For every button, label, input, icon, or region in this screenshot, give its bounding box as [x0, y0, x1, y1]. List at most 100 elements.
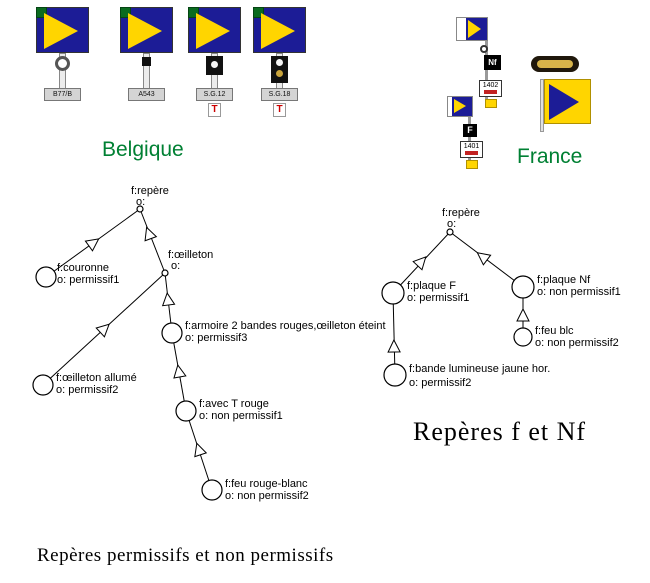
flag-yellow-triangle	[196, 13, 230, 49]
plate-number: 1402	[482, 82, 499, 89]
class-node-dot	[161, 269, 169, 277]
class-node-label: f:repère	[131, 185, 169, 197]
class-node-circle	[35, 266, 57, 288]
flag-green-square	[188, 7, 199, 18]
inheritance-arrow	[412, 256, 427, 271]
class-node-circle	[381, 281, 405, 305]
belgian-flag	[188, 7, 241, 53]
class-node-attr: o: permissif2	[409, 377, 471, 389]
class-node-attr: o: permissif2	[56, 384, 118, 396]
flag-pole	[540, 79, 544, 132]
class-node-dot	[446, 228, 454, 236]
luminous-band-core	[537, 60, 573, 68]
class-node-attr: o:	[171, 260, 180, 272]
class-node-label: f:couronne	[57, 262, 109, 274]
class-node-circle	[161, 322, 183, 344]
class-node-attr: o:	[136, 196, 145, 208]
yellow-tag	[485, 99, 497, 108]
class-node-attr: o: permissif1	[57, 274, 119, 286]
class-node-label: f:feu blc	[535, 325, 574, 337]
inheritance-arrow	[84, 238, 100, 252]
flag-green-square	[120, 7, 131, 18]
mast-black-box	[142, 57, 151, 66]
red-label-mark	[465, 151, 478, 155]
right-class-tree: f:repère o: f:plaque F o: permissif1 f:p…	[381, 207, 621, 389]
class-node-label: f:avec T rouge	[199, 398, 269, 410]
number-plate: 1402	[479, 80, 502, 97]
class-node-circle	[175, 400, 197, 422]
flag-yellow-triangle	[44, 13, 78, 49]
flag-green-square	[253, 7, 264, 18]
flag-blue-triangle	[549, 84, 579, 120]
belgian-flag	[253, 7, 306, 53]
class-node-label: f:armoire 2 bandes rouges,œilleton étein…	[185, 320, 386, 332]
class-node-attr: o:	[447, 218, 456, 230]
class-node-attr: o: permissif3	[185, 332, 247, 344]
large-flag-group	[528, 55, 596, 135]
t-plate: T	[273, 103, 286, 117]
inheritance-edge	[139, 208, 166, 274]
red-label-mark	[484, 90, 497, 94]
class-node-label: f:feu rouge-blanc	[225, 478, 308, 490]
t-plate: T	[208, 103, 221, 117]
nf-flag	[456, 17, 488, 41]
class-node-circle	[383, 363, 407, 387]
belgian-signal-2: A543	[120, 7, 173, 122]
inheritance-arrow	[387, 338, 401, 353]
class-node-circle	[201, 479, 223, 501]
class-node-dot	[136, 205, 144, 213]
flag-green-square	[36, 7, 47, 18]
belgian-flag	[36, 7, 89, 53]
f-plaque: F	[463, 124, 477, 137]
class-node-label: f:œilleton allumé	[56, 372, 137, 384]
caption-france: France	[517, 145, 583, 168]
oeilleton-circle	[480, 45, 488, 53]
number-plate: 1401	[460, 141, 483, 158]
inheritance-arrow	[95, 323, 110, 338]
f-signal: F 1401	[447, 95, 489, 177]
class-node-attr: o: permissif1	[407, 292, 469, 304]
class-node-attr: o: non permissif1	[199, 410, 283, 422]
inheritance-arrow	[161, 291, 176, 307]
class-node-label: f:plaque F	[407, 280, 456, 292]
caption-belgique: Belgique	[102, 138, 184, 161]
nf-plaque: Nf	[484, 55, 501, 70]
lamp-box	[206, 56, 223, 75]
title-reperes-permissifs: Repères permissifs et non permissifs	[37, 545, 334, 566]
plate-number: 1401	[463, 143, 480, 150]
inheritance-arrow	[476, 252, 492, 266]
belgian-flag	[120, 7, 173, 53]
class-node-circle	[32, 374, 54, 396]
dark-lamp	[276, 70, 283, 77]
title-reperes-f-nf: Repères f et Nf	[413, 417, 587, 446]
belgian-signal-4: S.G.18 T	[253, 7, 306, 122]
belgian-signal-1: B77/B	[36, 7, 89, 122]
inheritance-arrow	[194, 442, 208, 458]
class-node-label: f:repère	[442, 207, 480, 219]
white-lamp	[276, 59, 283, 66]
signal-base-plate: S.G.18	[261, 88, 298, 101]
signal-base-plate: A543	[128, 88, 165, 101]
class-node-label: f:œilleton	[168, 249, 213, 261]
inheritance-arrow	[516, 307, 530, 322]
flag-white-strip	[448, 97, 452, 116]
oeilleton-circle	[55, 56, 70, 71]
flag-yellow-triangle	[128, 13, 162, 49]
flag-yellow-triangle	[454, 99, 466, 113]
yellow-tag	[466, 160, 478, 169]
luminous-band	[531, 56, 579, 72]
nf-signal: Nf 1402	[456, 15, 506, 113]
large-yellow-flag	[544, 79, 591, 124]
white-lamp	[211, 61, 218, 68]
class-node-circle	[511, 275, 535, 299]
class-node-attr: o: non permissif2	[535, 337, 619, 349]
class-node-label: f:plaque Nf	[537, 274, 591, 286]
class-node-circle	[513, 327, 533, 347]
f-flag	[447, 96, 473, 117]
inheritance-edge	[392, 292, 396, 376]
inheritance-arrow	[144, 226, 158, 242]
left-class-tree: f:repère o: f:couronne o: permissif1 f:œ…	[32, 185, 386, 502]
signal-base-plate: B77/B	[44, 88, 81, 101]
